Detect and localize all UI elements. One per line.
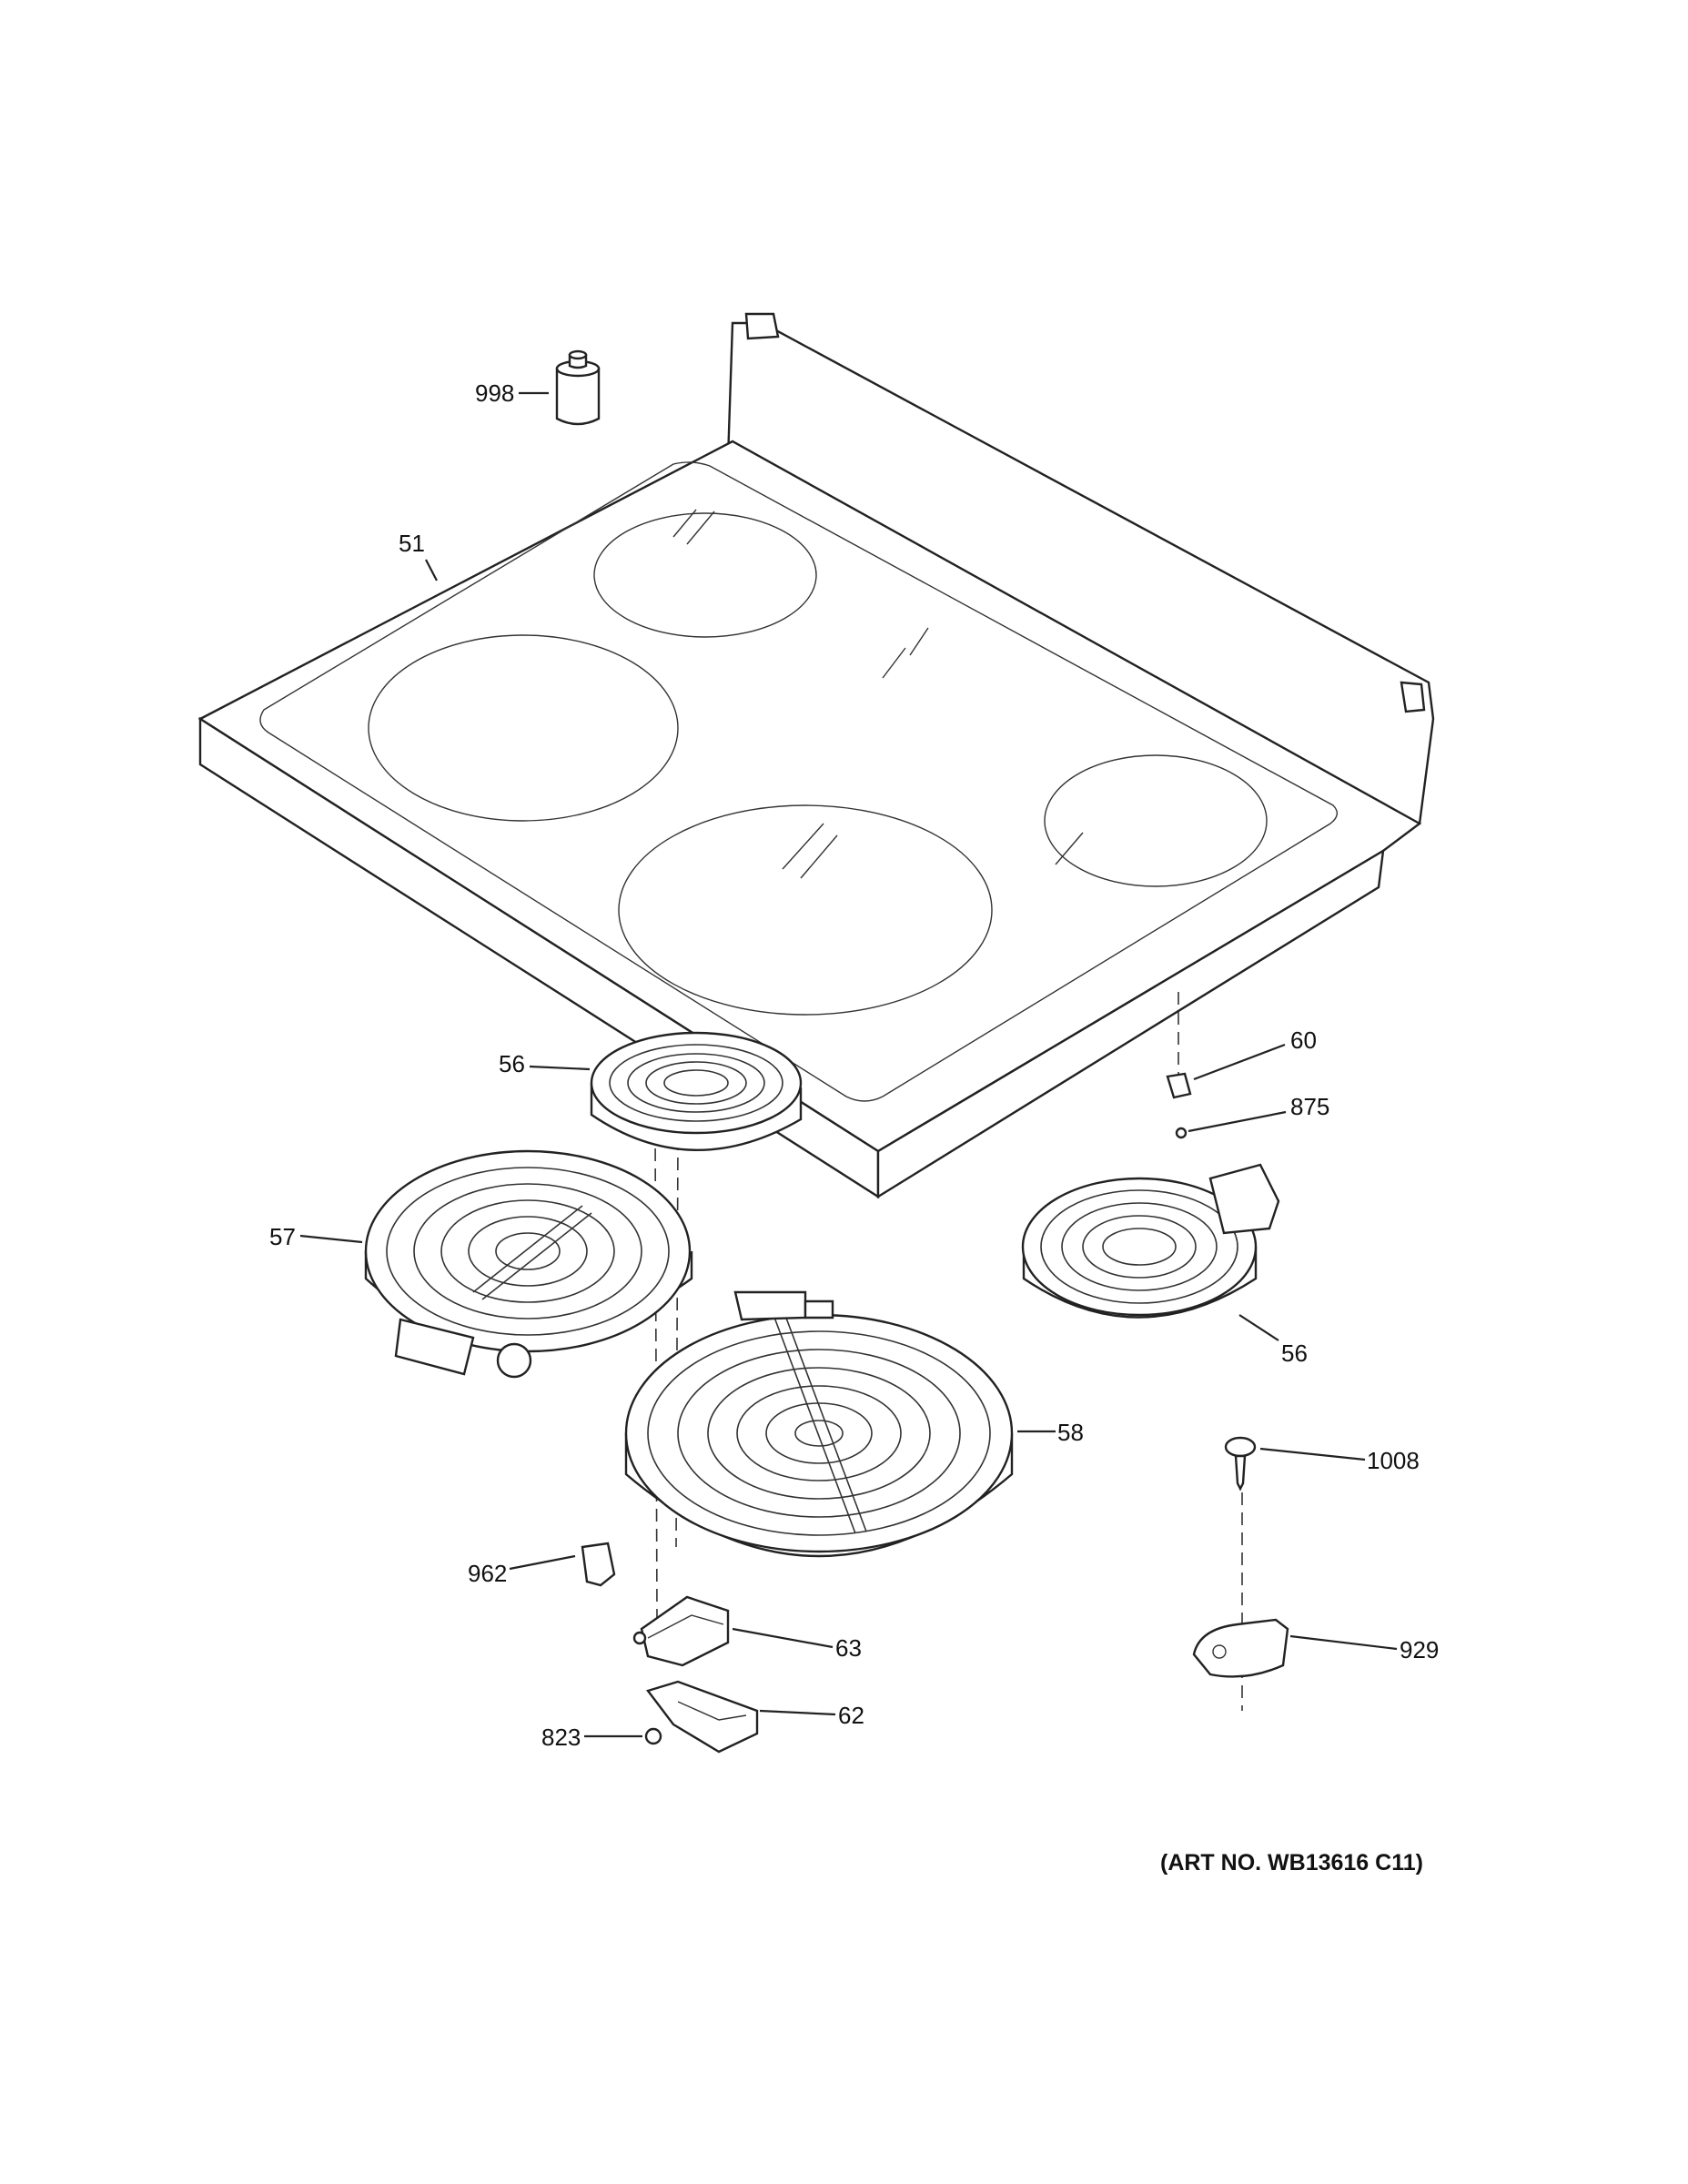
- label-998: 998: [475, 379, 514, 407]
- part-60-clip[interactable]: [1166, 1072, 1192, 1099]
- part-1008-screw[interactable]: [1224, 1436, 1257, 1491]
- art-number: (ART NO. WB13616 C11): [1160, 1850, 1423, 1876]
- label-60: 60: [1290, 1026, 1317, 1054]
- label-875: 875: [1290, 1093, 1329, 1120]
- part-57-surface-element-large[interactable]: [364, 1149, 693, 1379]
- label-56-front: 56: [1281, 1340, 1308, 1367]
- label-1008: 1008: [1367, 1447, 1420, 1474]
- part-56-surface-element-small-front[interactable]: [1021, 1163, 1280, 1319]
- part-56-surface-element-small-rear[interactable]: [590, 1031, 803, 1151]
- part-998-cleaner-bottle[interactable]: [555, 349, 601, 426]
- label-823: 823: [541, 1724, 581, 1751]
- label-62: 62: [838, 1702, 864, 1729]
- label-56-rear: 56: [499, 1050, 525, 1077]
- label-63: 63: [835, 1634, 862, 1662]
- part-875-screw[interactable]: [1175, 1127, 1188, 1139]
- label-962: 962: [468, 1560, 507, 1587]
- part-823-screw[interactable]: [644, 1727, 662, 1745]
- label-929: 929: [1400, 1636, 1439, 1663]
- label-58: 58: [1057, 1419, 1084, 1446]
- label-51: 51: [399, 530, 425, 557]
- part-929-bracket[interactable]: [1192, 1618, 1289, 1678]
- part-62-bracket[interactable]: [646, 1680, 759, 1754]
- part-962-clip[interactable]: [581, 1542, 616, 1587]
- part-51-cooktop-glass[interactable]: [197, 312, 1435, 1199]
- label-57: 57: [269, 1223, 296, 1250]
- part-63-bracket[interactable]: [632, 1595, 730, 1667]
- part-58-surface-element-dual[interactable]: [624, 1290, 1014, 1558]
